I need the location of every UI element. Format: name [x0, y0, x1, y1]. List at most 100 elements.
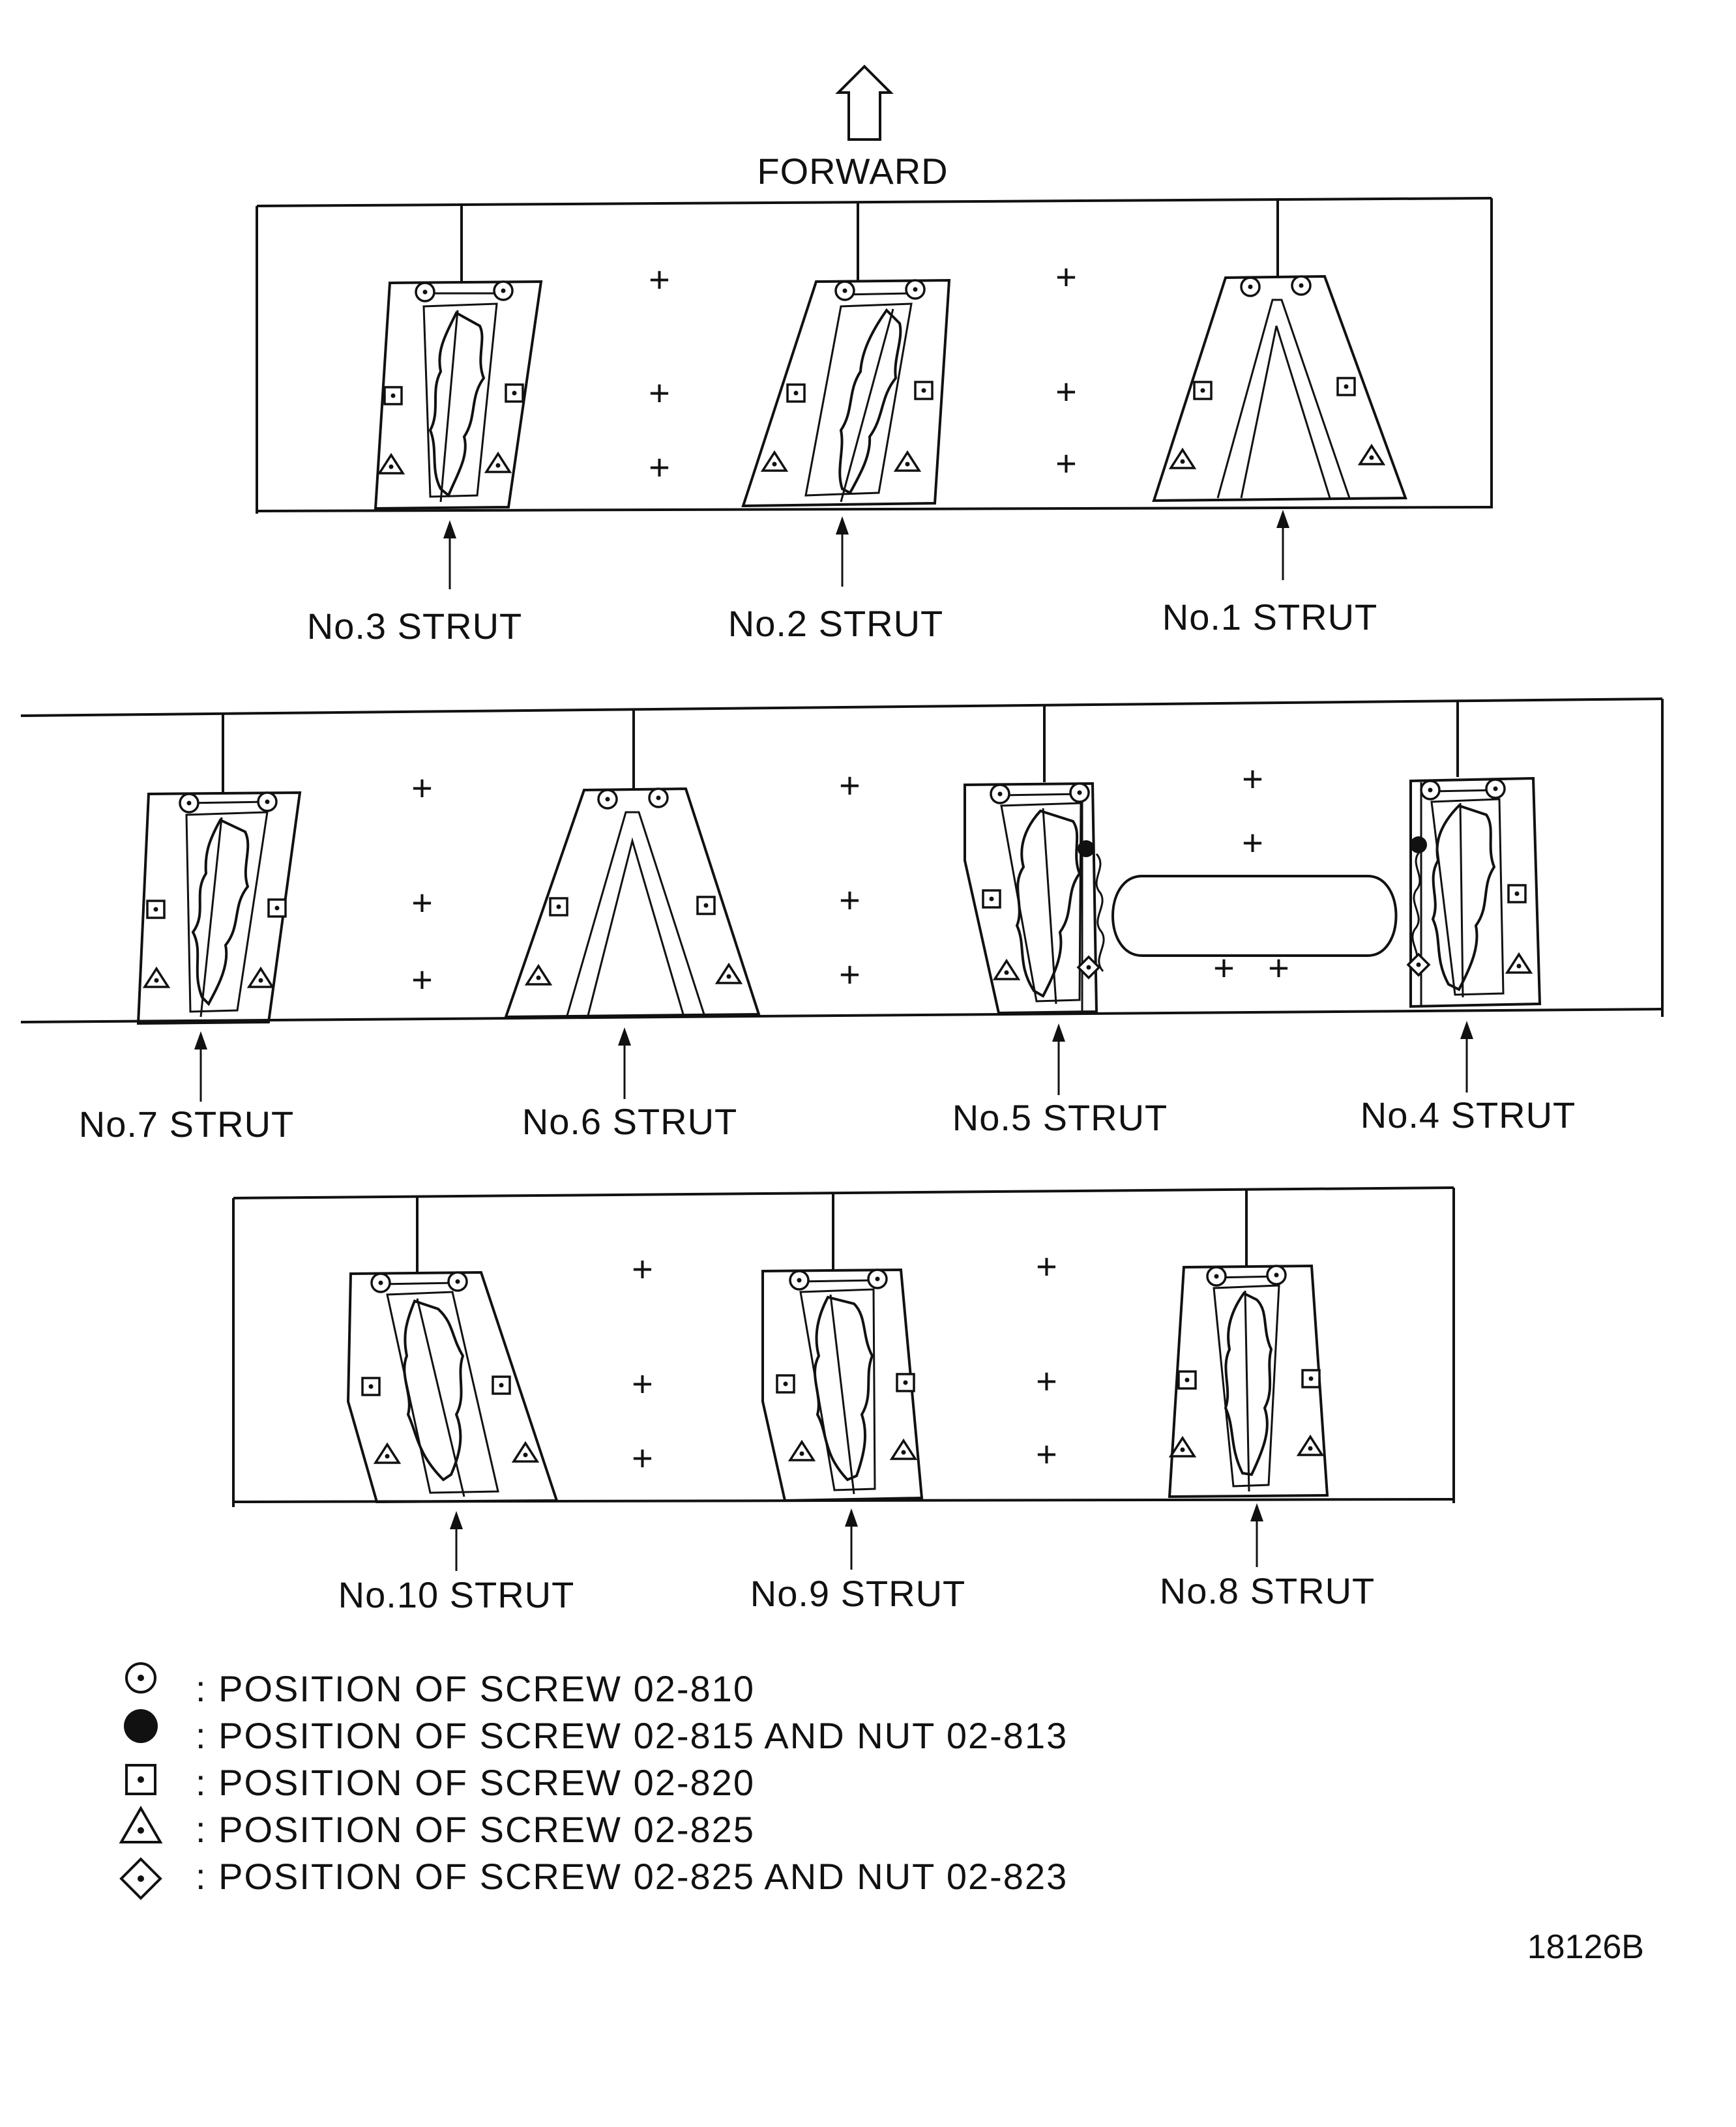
- screw-02-810-icon: [1266, 1265, 1287, 1285]
- panel-cutout: [1095, 850, 1421, 973]
- screw-02-820-icon: [1336, 377, 1356, 396]
- svg-text:+: +: [1036, 1246, 1058, 1287]
- strut-label-2: No.2 STRUT: [728, 603, 944, 644]
- screw-02-810-icon: [1485, 778, 1506, 799]
- screw-02-820-icon: [982, 889, 1001, 909]
- screw-02-810-icon: [990, 784, 1010, 804]
- strut-3: [374, 205, 543, 510]
- svg-text:+: +: [1055, 371, 1078, 412]
- screw-02-820-icon: [786, 383, 806, 403]
- legend-row-3: : POSITION OF SCREW 02-820: [125, 1762, 754, 1803]
- screw-02-825-icon: [373, 1442, 402, 1464]
- square-dot-icon: [125, 1764, 156, 1795]
- forward-arrow-icon: [835, 65, 894, 141]
- screw-02-825-icon: [511, 1441, 540, 1463]
- svg-text:+: +: [1213, 947, 1235, 988]
- strut-label-6: No.6 STRUT: [522, 1101, 738, 1142]
- strut-label-8: No.8 STRUT: [1160, 1570, 1376, 1611]
- screw-02-825-nut-02-823-icon: [1406, 952, 1431, 977]
- screw-02-810-icon: [834, 280, 855, 301]
- row-1-leaders: [443, 510, 1289, 589]
- svg-text:+: +: [649, 259, 671, 300]
- legend-text-1: : POSITION OF SCREW 02-810: [196, 1668, 755, 1709]
- row-3-leaders: [450, 1503, 1263, 1571]
- svg-text:+: +: [1036, 1360, 1058, 1401]
- screw-02-825-icon: [246, 966, 275, 988]
- screw-02-810-icon: [1069, 782, 1090, 803]
- filled-circle-icon: [124, 1709, 158, 1743]
- screw-02-825-icon: [787, 1439, 816, 1461]
- screw-02-810-icon: [370, 1272, 391, 1293]
- screw-02-825-icon: [760, 450, 789, 472]
- row-2-leaders: [194, 1021, 1473, 1102]
- forward-label: FORWARD: [757, 151, 948, 192]
- screw-02-825-nut-02-823-icon: [1076, 955, 1101, 980]
- strut-5: [964, 705, 1098, 1015]
- legend-text-2: : POSITION OF SCREW 02-815 AND NUT 02-81…: [196, 1715, 1068, 1756]
- screw-02-820-icon: [549, 897, 568, 917]
- strut-label-9: No.9 STRUT: [750, 1573, 966, 1614]
- diamond-dot-icon: [119, 1857, 162, 1900]
- screw-02-810-icon: [1206, 1266, 1227, 1287]
- screw-02-820-icon: [267, 898, 287, 918]
- screw-02-825-icon: [889, 1438, 918, 1460]
- screw-02-825-icon: [142, 966, 171, 988]
- screw-02-820-icon: [1507, 884, 1527, 903]
- screw-02-810-icon: [447, 1271, 468, 1292]
- svg-text:+: +: [839, 954, 861, 995]
- strut-7: [136, 713, 302, 1025]
- legend-row-2: : POSITION OF SCREW 02-815 AND NUT 02-81…: [124, 1709, 1068, 1756]
- svg-text:+: +: [839, 879, 861, 920]
- svg-text:+: +: [632, 1363, 654, 1404]
- screw-02-825-icon: [1296, 1434, 1325, 1456]
- screw-02-825-icon: [377, 452, 405, 475]
- circle-dot-icon: [125, 1662, 156, 1694]
- row-1-screws: [377, 275, 1386, 475]
- screw-02-820-icon: [505, 383, 524, 403]
- legend-row-4: : POSITION OF SCREW 02-825: [119, 1805, 754, 1850]
- row-3-markers: + + + + + +: [632, 1246, 1058, 1478]
- row-1-markers: + + + + + +: [649, 256, 1078, 488]
- screw-02-825-icon: [1168, 447, 1197, 469]
- screw-02-825-icon: [1505, 952, 1533, 974]
- screw-02-810-icon: [867, 1269, 888, 1289]
- legend: : POSITION OF SCREW 02-810 : POSITION OF…: [119, 1662, 1068, 1900]
- svg-text:+: +: [1036, 1433, 1058, 1474]
- screw-02-825-icon: [1168, 1435, 1197, 1458]
- strut-6: [504, 709, 761, 1019]
- svg-text:+: +: [632, 1437, 654, 1478]
- strut-label-7: No.7 STRUT: [79, 1104, 295, 1145]
- strut-label-10: No.10 STRUT: [338, 1574, 575, 1615]
- screw-02-810-icon: [789, 1270, 810, 1291]
- svg-text:+: +: [1242, 822, 1264, 863]
- screw-02-820-icon: [492, 1375, 511, 1395]
- screw-02-820-icon: [361, 1377, 381, 1396]
- row-3-screws: [361, 1265, 1325, 1464]
- screw-02-820-icon: [1177, 1370, 1197, 1390]
- legend-row-1: : POSITION OF SCREW 02-810: [125, 1662, 755, 1709]
- legend-row-5: : POSITION OF SCREW 02-825 AND NUT 02-82…: [119, 1856, 1067, 1900]
- screw-02-810-icon: [648, 787, 669, 808]
- row-2-screws: [142, 778, 1533, 988]
- screw-02-825-icon: [1357, 443, 1386, 465]
- svg-text:+: +: [1242, 758, 1264, 799]
- strut-label-1: No.1 STRUT: [1162, 596, 1378, 638]
- screw-02-825-icon: [524, 963, 553, 986]
- row-2-markers: + + + + + + + + + +: [411, 758, 1289, 1000]
- screw-02-820-icon: [1193, 381, 1213, 400]
- svg-text:+: +: [649, 447, 671, 488]
- screw-02-815-nut-02-813-icon: [1078, 840, 1095, 857]
- screw-02-810-icon: [905, 279, 926, 300]
- panel-row-1: [256, 197, 1493, 514]
- screw-02-810-icon: [1240, 276, 1261, 297]
- strut-1: [1152, 198, 1407, 503]
- screw-02-820-icon: [146, 900, 166, 919]
- svg-text:+: +: [411, 882, 434, 923]
- strut-label-5: No.5 STRUT: [952, 1097, 1168, 1138]
- screw-02-825-icon: [484, 451, 512, 473]
- screw-02-820-icon: [383, 386, 403, 405]
- screw-02-810-icon: [179, 793, 199, 814]
- screw-02-825-icon: [714, 962, 743, 984]
- screw-02-820-icon: [776, 1374, 795, 1394]
